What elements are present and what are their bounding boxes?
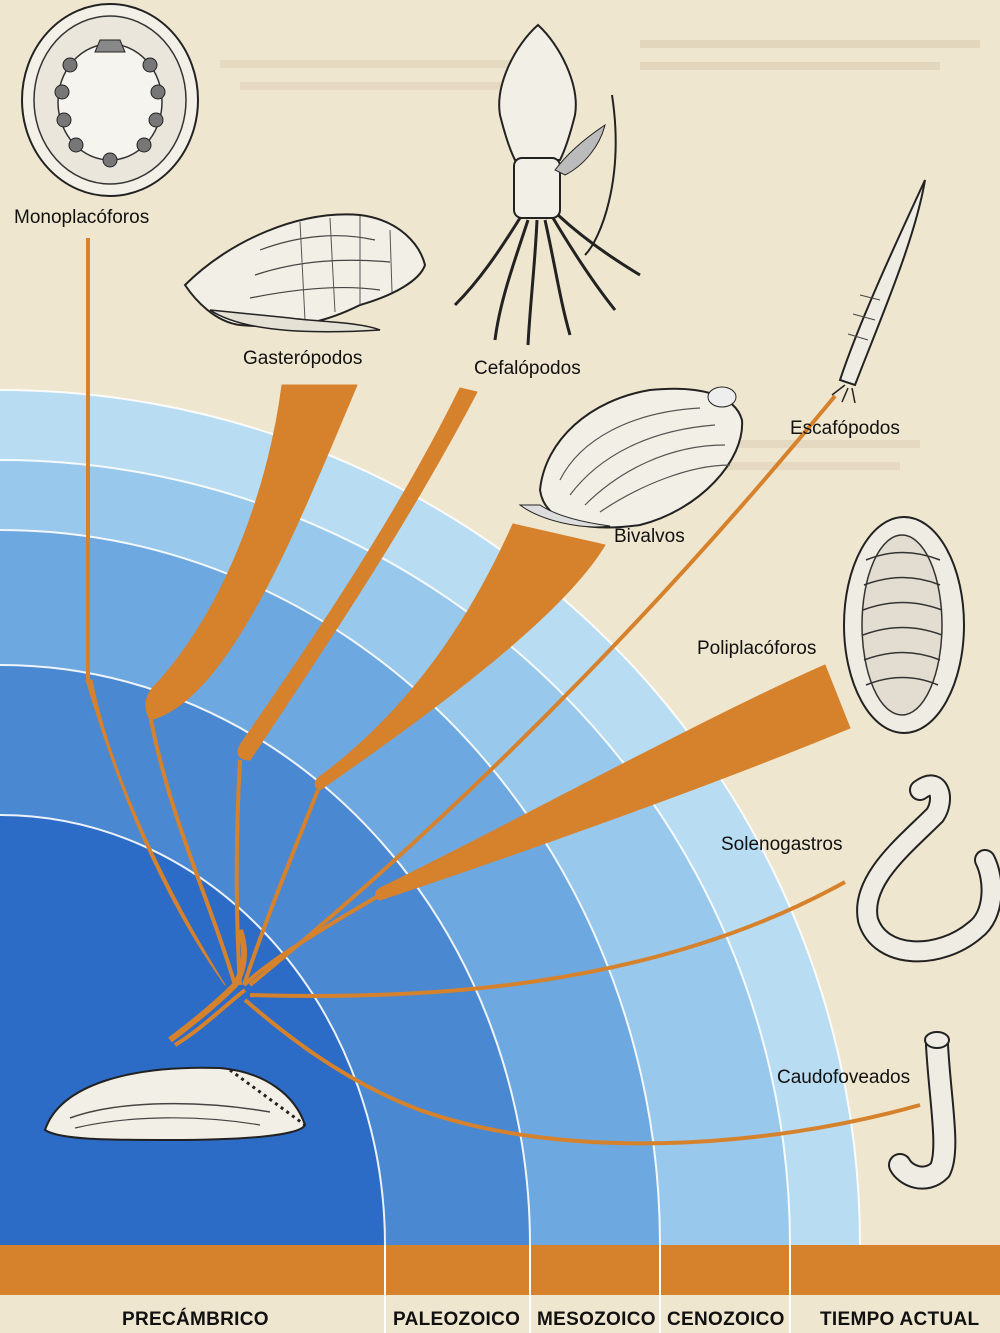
snail-icon bbox=[185, 214, 425, 331]
monoplacophoran-shell-icon bbox=[22, 4, 198, 196]
label-cefalopodos: Cefalópodos bbox=[474, 358, 581, 379]
era-paleozoico: PALEOZOICO bbox=[393, 1309, 520, 1330]
era-cenozoico: CENOZOICO bbox=[667, 1309, 785, 1330]
era-mesozoico: MESOZOICO bbox=[537, 1309, 656, 1330]
era-bar bbox=[0, 1245, 1000, 1295]
caudofoveate-worm-icon bbox=[900, 1032, 949, 1178]
squid-icon bbox=[455, 25, 640, 345]
label-solenogastros: Solenogastros bbox=[721, 834, 842, 855]
label-gasteropodos: Gasterópodos bbox=[243, 348, 362, 369]
era-tiempo-actual: TIEMPO ACTUAL bbox=[820, 1309, 980, 1330]
label-poliplacoforos: Poliplacóforos bbox=[697, 638, 816, 659]
chiton-icon bbox=[844, 517, 964, 733]
tusk-shell-icon bbox=[832, 180, 925, 403]
label-bivalvos: Bivalvos bbox=[614, 526, 685, 547]
label-escafopodos: Escafópodos bbox=[790, 418, 900, 439]
era-precambrico: PRECÁMBRICO bbox=[122, 1308, 269, 1330]
solenogaster-worm-icon bbox=[867, 785, 992, 951]
clam-icon bbox=[520, 387, 742, 527]
label-caudofoveados: Caudofoveados bbox=[777, 1067, 910, 1088]
label-monoplacoforos: Monoplacóforos bbox=[14, 207, 149, 228]
